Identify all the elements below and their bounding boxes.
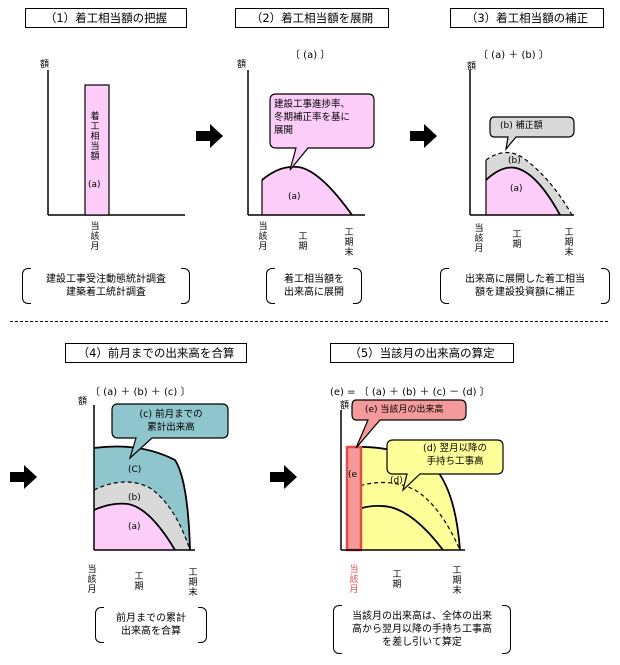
panel3-note: 出来高に展開した着工相当 額を建設投資額に補正	[440, 268, 610, 304]
panel4-axis-label: 額	[78, 397, 88, 407]
panel4-x-label-3: 工期末	[188, 568, 198, 598]
panel3-formula: 〔 (a) ＋ (b) 〕	[478, 50, 549, 61]
panel3-x-label-2: 工期	[512, 230, 522, 250]
section-divider	[10, 321, 608, 322]
panel5-area-e: (e	[348, 470, 358, 480]
panel1-chart	[47, 70, 185, 216]
panel4-callout	[111, 403, 229, 460]
panel2-callout-text: 建設工事進捗率、 冬期補正率を基に 展開	[274, 99, 351, 136]
panel3-axis-label: 額	[467, 62, 477, 72]
panel3-title: （3）着工相当額の補正	[450, 8, 604, 28]
panel3-callout	[489, 116, 575, 152]
panel5-x-label-2: 工期	[392, 570, 402, 590]
panel1-x-label: 当該月	[90, 222, 100, 252]
panel2-formula: 〔 (a) 〕	[290, 50, 331, 61]
panel3-area-b: (b)	[508, 156, 521, 166]
panel3-area-a: (a)	[510, 184, 523, 194]
panel5-x-label-1: 当該月	[349, 565, 359, 595]
arrow-right-icon	[10, 465, 37, 489]
panel5-callout-e-text: (e) 当該月の出来高	[365, 405, 444, 415]
panel4-title: （4）前月までの出来高を合算	[65, 343, 247, 363]
panel2-callout	[269, 93, 375, 171]
panel1-bar-label: 着工相当額	[90, 112, 100, 162]
panel5-title: （5）当該月の出来高の算定	[330, 343, 514, 363]
arrow-right-icon	[270, 465, 297, 489]
panel2-x-label-1: 当該月	[258, 222, 268, 252]
panel5-callout-d-text: (d) 翌月以降の 手持ち工事高	[423, 443, 487, 467]
panel4-chart	[93, 405, 195, 551]
panel2-title: （2）着工相当額を展開	[235, 8, 389, 28]
panel4-note: 前月までの累計 出来高を合算	[95, 607, 207, 643]
panel5-callout-d	[386, 439, 504, 492]
panel2-x-label-3: 工期末	[344, 228, 354, 258]
arrow-right-icon	[196, 124, 223, 148]
panel3-chart	[469, 70, 574, 216]
panel2-axis-label: 額	[237, 60, 247, 70]
panel3-callout-text: (b) 補正額	[500, 121, 543, 131]
panel3-x-label-3: 工期末	[564, 228, 574, 258]
panel5-area-d: (d)	[390, 476, 403, 486]
panel1-bar	[84, 84, 110, 216]
panel1-axis-label: 額	[40, 60, 50, 70]
panel2-area-label: (a)	[288, 192, 301, 202]
panel1-note: 建設工事受注動態統計調査 建築着工統計調査	[22, 268, 190, 304]
panel5-callout-e	[351, 399, 467, 449]
panel4-area-c: (C)	[128, 465, 142, 475]
panel5-x-label-3: 工期末	[452, 566, 462, 596]
panel1-bar-sub: (a)	[88, 180, 101, 190]
panel2-note: 着工相当額を 出来高に展開	[266, 268, 362, 304]
panel5-axis-label: 額	[340, 401, 350, 411]
panel4-x-label-1: 当該月	[87, 565, 97, 595]
panel4-x-label-2: 工期	[134, 572, 144, 592]
panel4-area-b: (b)	[128, 493, 141, 503]
panel4-formula: 〔 (a) ＋ (b) ＋ (c) 〕	[90, 387, 191, 398]
panel5-current-month-bar	[345, 445, 363, 552]
arrow-right-icon	[410, 124, 437, 148]
panel4-callout-text: (c) 前月までの 累計出来高	[139, 409, 203, 433]
panel5-note: 当該月の出来高は、全体の出来 高から翌月以降の手持ち工事高 を差し引いて算定	[333, 605, 511, 654]
panel5-formula: (e) = 〔 (a) ＋ (b) ＋ (c) － (d) 〕	[330, 387, 490, 398]
panel4-area-a: (a)	[128, 522, 141, 532]
panel1-title: （1）着工相当額の把握	[25, 8, 187, 28]
panel2-chart	[247, 70, 365, 216]
panel3-x-label-1: 当該月	[474, 224, 484, 254]
panel2-x-label-2: 工期	[298, 232, 308, 252]
